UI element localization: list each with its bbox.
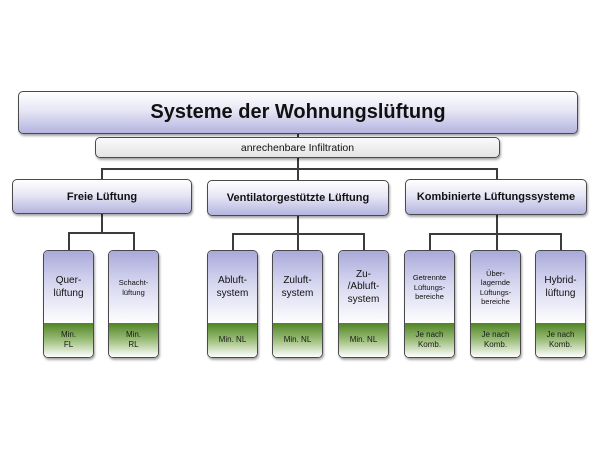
node-label: Zu- /Abluft- system [339,251,388,325]
connector-kombiniert-horizontal [429,233,561,235]
infiltration-box: anrechenbare Infiltration [95,137,500,158]
connector-freie-stem [101,214,103,233]
node-requirement: Min. NL [208,323,257,357]
group-label: Kombinierte Lüftungssysteme [416,191,576,203]
connector-quer [68,232,70,250]
node-requirement: Je nach Komb. [536,323,585,357]
connector-schacht [133,232,135,250]
node-label: Abluft- system [208,251,257,325]
group-kombinierte-lueftungssysteme: Kombinierte Lüftungssysteme [405,179,587,215]
connector-zuluft [297,233,299,250]
node-label: Quer- lüftung [44,251,93,325]
connector-ventilator-stem [297,216,299,233]
node-label: Hybrid- lüftung [536,251,585,325]
node-getrennte-lueftungsbereiche: Getrennte Lüftungs- bereiche Je nach Kom… [404,250,455,358]
connector-hybrid [560,233,562,250]
connector-getrennte [429,233,431,250]
node-zu-abluftsystem: Zu- /Abluft- system Min. NL [338,250,389,358]
node-requirement: Min. NL [273,323,322,357]
connector-abluft [232,233,234,250]
node-abluftsystem: Abluft- system Min. NL [207,250,258,358]
title-box: Systeme der Wohnungslüftung [18,91,578,134]
connector-kombiniert-down [496,168,498,179]
diagram-title: Systeme der Wohnungslüftung [150,101,446,123]
group-freie-lueftung: Freie Lüftung [12,179,192,214]
connector-level2-horizontal [101,168,497,170]
connector-kombiniert-stem [496,215,498,233]
node-requirement: Min. NL [339,323,388,357]
node-zuluftsystem: Zuluft- system Min. NL [272,250,323,358]
node-requirement: Min. RL [109,323,158,357]
connector-freie-horizontal [68,232,134,234]
connector-freie-down [101,168,103,179]
connector-zuabluft [363,233,365,250]
node-label: Schacht- lüftung [109,251,158,325]
node-requirement: Je nach Komb. [471,323,520,357]
infiltration-label: anrechenbare Infiltration [240,141,355,154]
group-label: Ventilatorgestützte Lüftung [226,192,370,204]
node-label: Getrennte Lüftungs- bereiche [405,251,454,325]
node-hybridlueftung: Hybrid- lüftung Je nach Komb. [535,250,586,358]
connector-ueberlagernde [496,233,498,250]
node-label: Zuluft- system [273,251,322,325]
node-requirement: Je nach Komb. [405,323,454,357]
node-ueberlagernde-lueftungsbereiche: Über- lagernde Lüftungs- bereiche Je nac… [470,250,521,358]
node-schachtlueftung: Schacht- lüftung Min. RL [108,250,159,358]
group-label: Freie Lüftung [66,190,138,203]
node-querlueftung: Quer- lüftung Min. FL [43,250,94,358]
group-ventilatorgestuetzte-lueftung: Ventilatorgestützte Lüftung [207,180,389,216]
connector-ventilator-down [297,168,299,180]
node-label: Über- lagernde Lüftungs- bereiche [471,251,520,325]
node-requirement: Min. FL [44,323,93,357]
